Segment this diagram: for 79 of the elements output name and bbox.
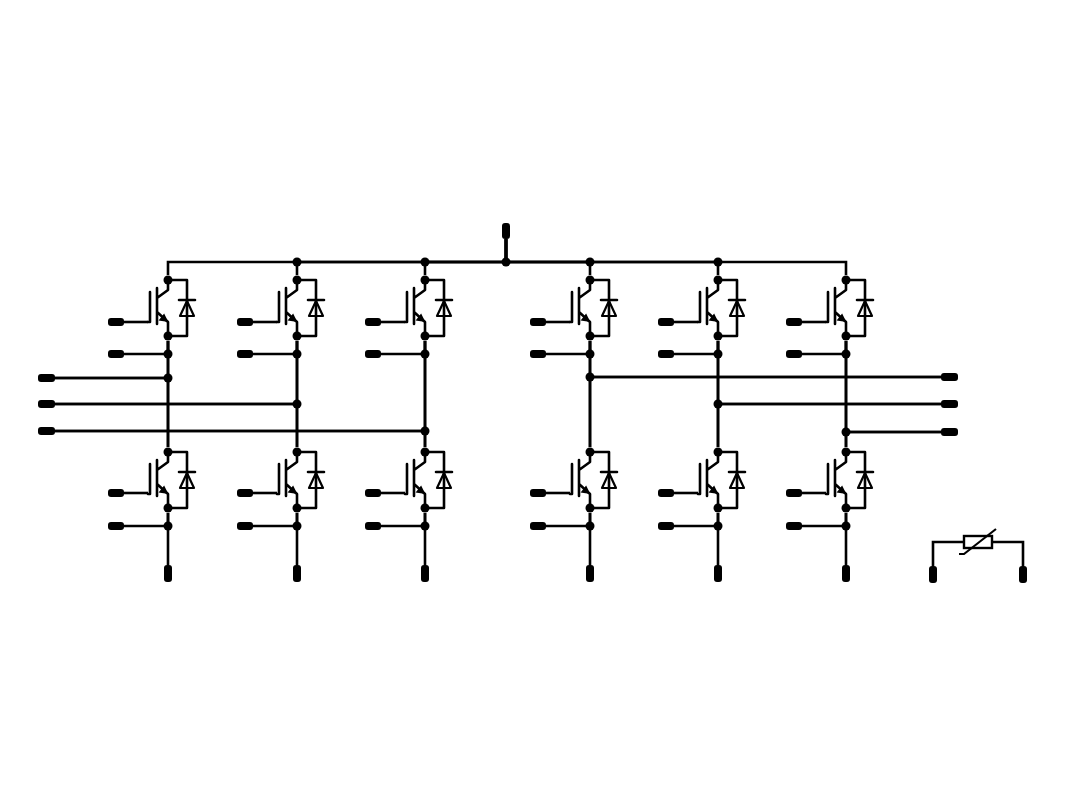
terminal-pin [786,350,802,358]
terminal-pin [530,522,546,530]
terminal-pin [786,318,802,326]
terminal-pin [786,522,802,530]
terminal-pin [108,489,124,497]
wire [381,491,405,495]
terminal-pin [658,350,674,358]
wire [588,375,941,447]
terminal-pin [941,400,958,408]
wire [253,320,277,324]
igbt-symbol [698,275,748,341]
terminal-pin [842,565,850,582]
terminal-pin [502,223,510,239]
thermistor-symbol [958,528,998,556]
wire [802,491,826,495]
terminal-pin [164,565,172,582]
terminal-pin [658,489,674,497]
wire [998,540,1025,566]
wire [546,320,570,324]
wire [253,491,277,495]
terminal-pin [237,489,253,497]
terminal-pin [365,489,381,497]
wire [381,320,405,324]
terminal-pin [38,427,55,435]
terminal-pin [38,400,55,408]
wire [716,402,941,447]
wire [55,429,427,447]
igbt-symbol [826,447,876,513]
terminal-pin [237,522,253,530]
terminal-pin [929,566,937,583]
wire [124,491,148,495]
wire [295,513,299,565]
terminal-pin [38,374,55,382]
wire [55,376,170,447]
terminal-pin [530,350,546,358]
terminal-pin [941,428,958,436]
wire [674,320,698,324]
wire [844,513,848,565]
wire [674,491,698,495]
wire [931,540,958,566]
terminal-pin [1019,566,1027,583]
terminal-pin [941,373,958,381]
terminal-pin [237,318,253,326]
wire [55,402,299,447]
wire [504,239,848,275]
igbt-symbol [277,447,327,513]
terminal-pin [530,318,546,326]
igbt-symbol [148,447,198,513]
igbt-symbol [148,275,198,341]
wire [124,320,148,324]
terminal-pin [293,565,301,582]
igbt-symbol [570,447,620,513]
igbt-symbol [277,275,327,341]
igbt-symbol [698,447,748,513]
terminal-pin [658,522,674,530]
terminal-pin [586,565,594,582]
terminal-pin [786,489,802,497]
terminal-pin [421,565,429,582]
wire [423,513,427,565]
terminal-pin [714,565,722,582]
terminal-pin [530,489,546,497]
wire [802,320,826,324]
igbt-symbol [570,275,620,341]
igbt-symbol [826,275,876,341]
terminal-pin [365,350,381,358]
igbt-symbol [405,447,455,513]
wire [546,491,570,495]
wire [844,430,941,447]
terminal-pin [108,350,124,358]
wire [588,513,592,565]
wire [166,513,170,565]
terminal-pin [237,350,253,358]
terminal-pin [365,318,381,326]
terminal-pin [108,318,124,326]
igbt-symbol [405,275,455,341]
terminal-pin [365,522,381,530]
wire [716,513,720,565]
terminal-pin [108,522,124,530]
terminal-pin [658,318,674,326]
